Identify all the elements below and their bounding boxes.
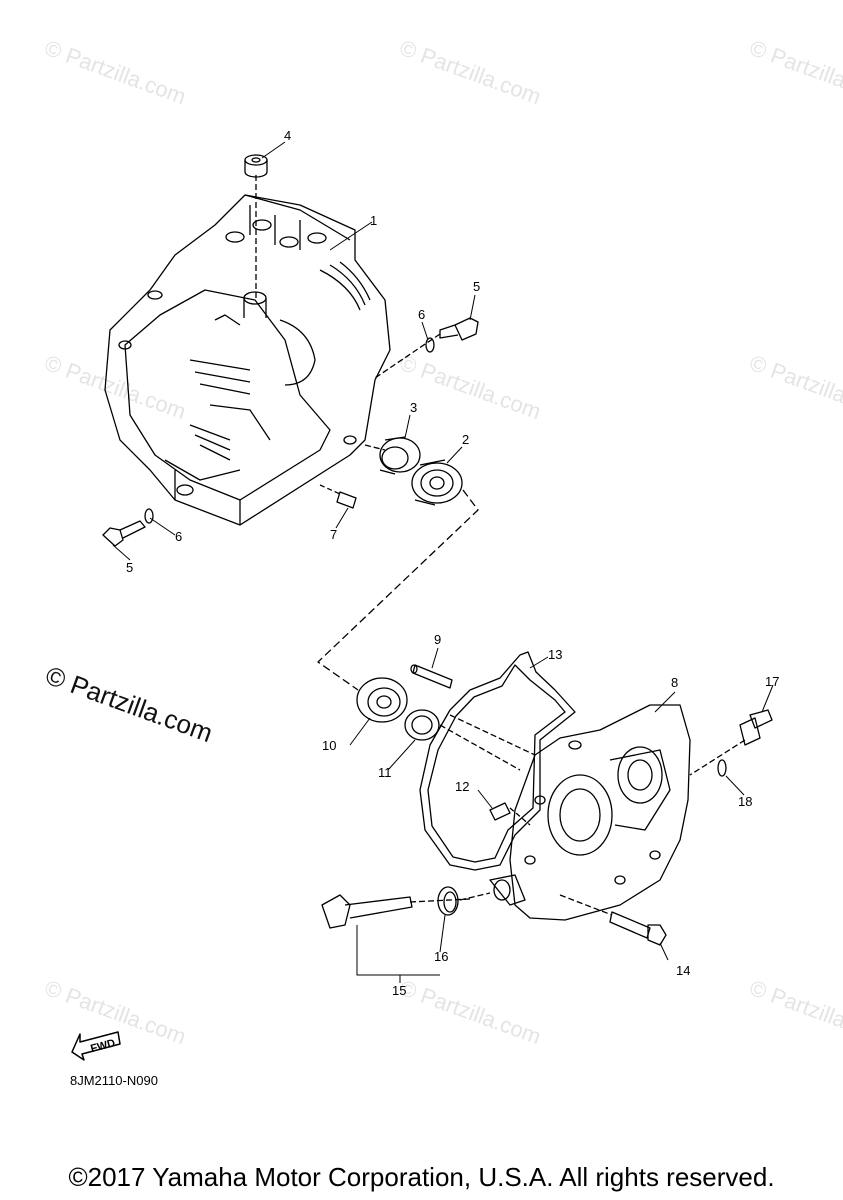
part-13-gasket	[419, 651, 576, 871]
part-10-bearing	[356, 677, 408, 723]
diagram-code: 8JM2110-N090	[70, 1073, 158, 1088]
callout-3: 3	[410, 400, 418, 415]
part-6-washer-bottom	[144, 508, 154, 524]
part-12-dowel	[489, 802, 531, 826]
part-7-dowel	[319, 484, 357, 509]
callout-13: 13	[548, 647, 563, 662]
part-4-collar	[244, 154, 268, 300]
callout-5: 5	[473, 279, 481, 294]
callout-4: 4	[284, 128, 292, 143]
callout-11: 11	[378, 765, 392, 780]
part-3-oil-seal	[379, 436, 421, 475]
copyright-notice: ©2017 Yamaha Motor Corporation, U.S.A. A…	[68, 1162, 775, 1192]
callout-1: 1	[370, 213, 378, 228]
callout-15: 15	[392, 983, 407, 998]
part-17-bolt	[689, 709, 773, 776]
part-5-bolt-bottom	[102, 520, 146, 547]
callout-8: 8	[671, 675, 679, 690]
callout-14: 14	[676, 963, 691, 978]
part-16-o-ring	[437, 886, 491, 916]
part-6-washer-top	[425, 337, 435, 353]
callout-7: 7	[330, 527, 338, 542]
part-18-o-ring	[717, 759, 727, 777]
callout-16: 16	[434, 949, 449, 964]
callout-2: 2	[462, 432, 470, 447]
leader-lines	[112, 141, 774, 983]
part-2-bearing	[411, 459, 463, 506]
part-11-oil-seal	[404, 709, 440, 741]
part-5-bolt-top	[374, 317, 479, 379]
part-8-crankcase-cover	[439, 704, 691, 921]
callout-17: 17	[765, 674, 780, 689]
part-9-pin	[410, 664, 453, 689]
fwd-arrow-icon: FWD	[71, 1031, 121, 1061]
callout-5: 5	[126, 560, 134, 575]
callout-6: 6	[175, 529, 183, 544]
callout-9: 9	[434, 632, 442, 647]
callout-6: 6	[418, 307, 426, 322]
part-14-bolt	[559, 894, 667, 946]
part-1-crankcase	[104, 194, 391, 526]
callout-10: 10	[322, 738, 337, 753]
callout-18: 18	[738, 794, 753, 809]
callout-12: 12	[455, 779, 470, 794]
